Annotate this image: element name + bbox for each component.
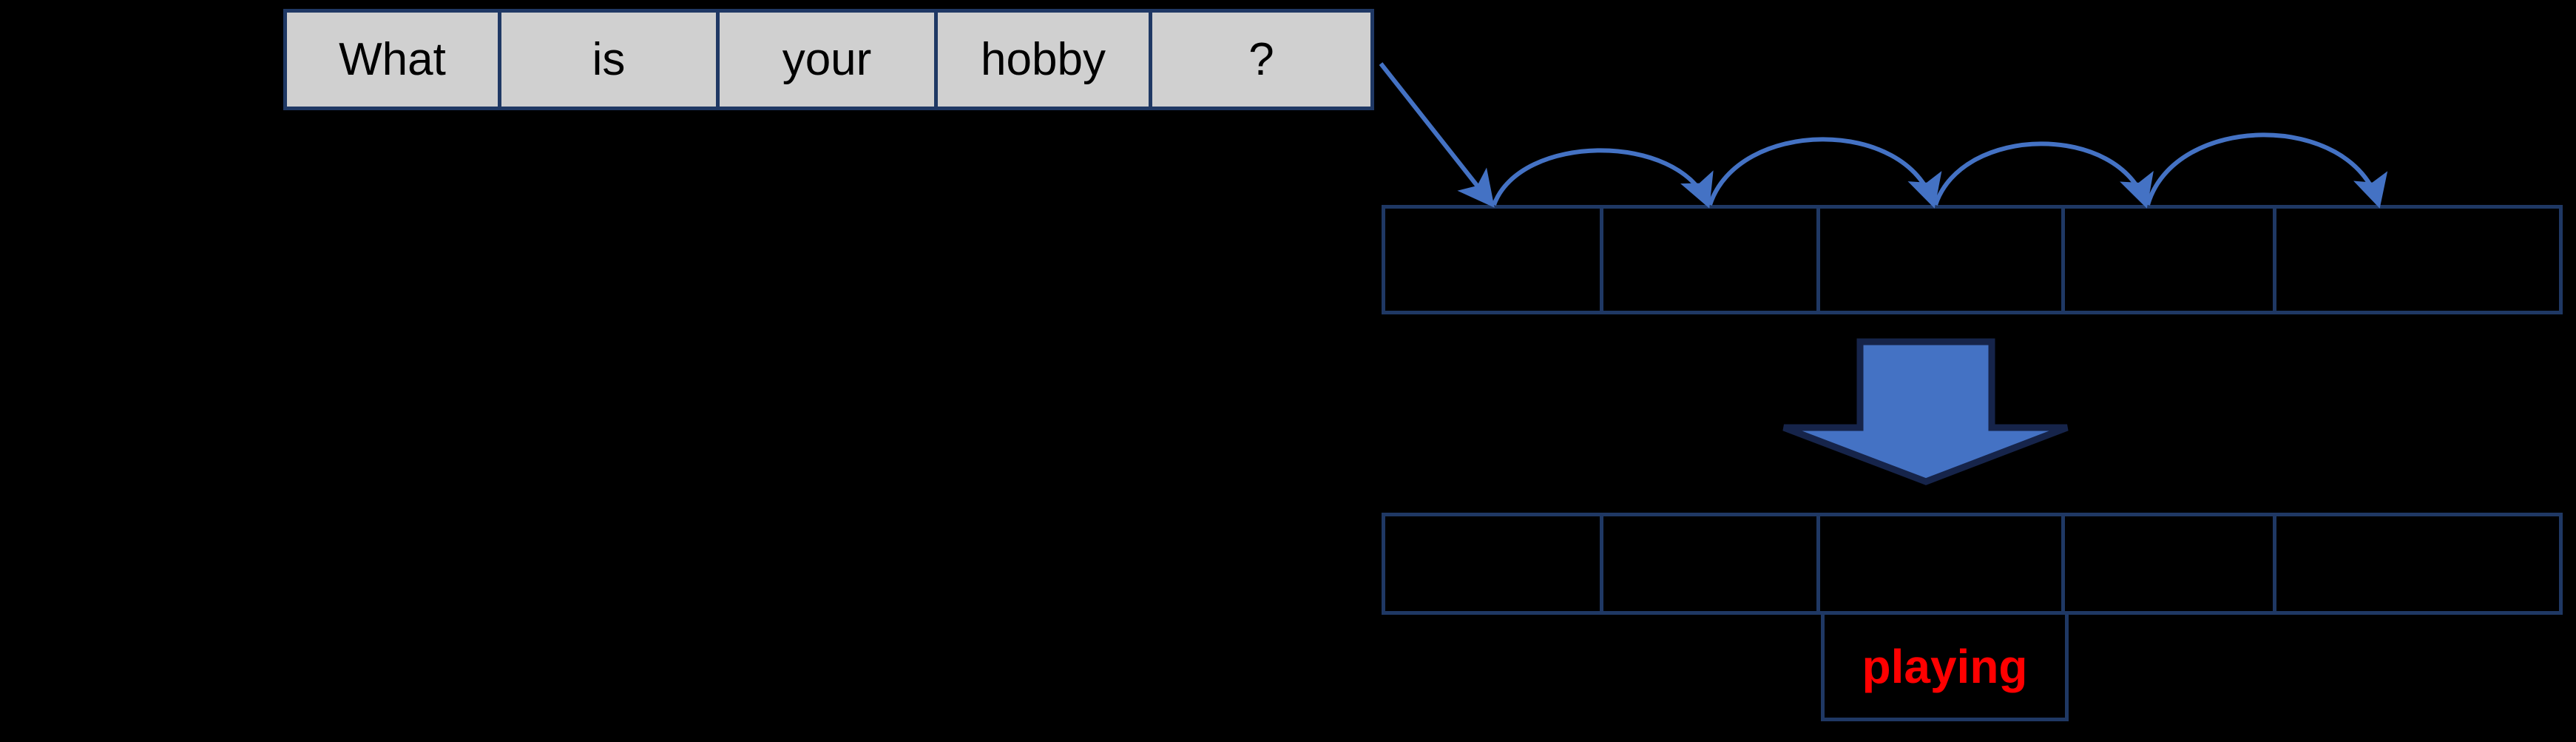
source-cell-1[interactable]: is: [498, 9, 720, 110]
decoder-cell-0[interactable]: [1382, 513, 1603, 615]
source-cell-label: your: [782, 33, 872, 85]
encoder-cell-3[interactable]: [2061, 205, 2276, 314]
decoder-cell-2[interactable]: [1816, 513, 2065, 615]
decoder-cell-1[interactable]: [1600, 513, 1820, 615]
source-cell-label: is: [592, 33, 626, 85]
encoder-cell-4[interactable]: [2273, 205, 2563, 314]
recurrent-step-arcs: [1492, 132, 2388, 209]
encoder-state-table: [1382, 205, 2574, 314]
output-token-label: playing: [1862, 639, 2028, 693]
output-token-cell[interactable]: playing: [1821, 611, 2069, 721]
encoder-cell-0[interactable]: [1382, 205, 1603, 314]
source-cell-label: ?: [1248, 33, 1274, 85]
source-sentence-table: What is your hobby ?: [283, 9, 1385, 110]
encoder-cell-1[interactable]: [1600, 205, 1820, 314]
source-cell-2[interactable]: your: [716, 9, 938, 110]
decoder-cell-4[interactable]: [2273, 513, 2563, 615]
source-cell-0[interactable]: What: [283, 9, 501, 110]
encoder-cell-2[interactable]: [1816, 205, 2065, 314]
source-to-encoder-arrow: [1379, 62, 1495, 208]
source-cell-label: hobby: [981, 33, 1106, 85]
source-cell-label: What: [339, 33, 446, 85]
decoder-state-table: [1382, 513, 2574, 615]
encoder-to-decoder-arrow: [1782, 338, 2069, 485]
source-cell-4[interactable]: ?: [1149, 9, 1374, 110]
decoder-cell-3[interactable]: [2061, 513, 2276, 615]
source-cell-3[interactable]: hobby: [934, 9, 1152, 110]
